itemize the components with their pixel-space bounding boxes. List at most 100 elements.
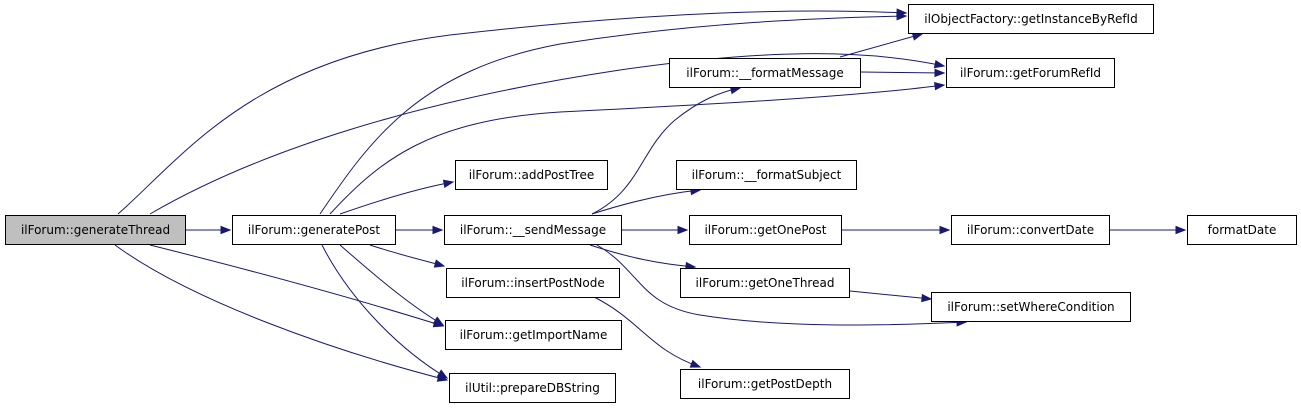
node-insertPostNode[interactable]: ilForum::insertPostNode	[446, 268, 620, 298]
edge-line	[591, 189, 701, 215]
node-addPostTree[interactable]: ilForum::addPostTree	[455, 160, 608, 190]
node-label: ilObjectFactory::getInstanceByRefId	[924, 12, 1137, 26]
edge-getOnePost-to-convertDate	[842, 225, 951, 235]
node-label: ilForum::getForumRefId	[960, 66, 1101, 80]
edge-generatePost-to-getInstanceByRefId	[319, 11, 908, 215]
arrowhead	[921, 293, 933, 303]
edge-convertDate-to-formatDate	[1110, 225, 1187, 235]
edge-formatMessage-to-getForumRefId	[860, 68, 946, 78]
edge-line	[369, 244, 445, 267]
node-getImportName[interactable]: ilForum::getImportName	[445, 320, 622, 350]
node-box	[455, 160, 608, 190]
arrowhead	[442, 179, 455, 188]
edge-sendMessage-to-formatSubject	[591, 186, 702, 215]
node-label: ilUtil::prepareDBString	[465, 381, 600, 395]
node-getOnePost[interactable]: ilForum::getOnePost	[689, 215, 842, 245]
edge-sendMessage-to-getOnePost	[622, 225, 689, 235]
node-label: ilForum::addPostTree	[469, 168, 595, 182]
arrowhead	[220, 225, 232, 235]
node-box	[669, 58, 861, 88]
edge-line	[114, 244, 448, 381]
node-convertDate[interactable]: ilForum::convertDate	[951, 215, 1110, 245]
node-label: ilForum::generateThread	[21, 223, 170, 237]
edge-generateThread-to-generatePost	[186, 225, 232, 235]
node-box	[449, 373, 616, 403]
node-box	[946, 58, 1115, 88]
node-getPostDepth[interactable]: ilForum::getPostDepth	[680, 369, 850, 399]
node-box	[951, 215, 1110, 245]
edge-line	[149, 244, 444, 327]
edge-insertPostNode-to-getPostDepth	[593, 296, 702, 368]
edges-layer	[114, 8, 1187, 382]
node-formatSubject[interactable]: ilForum::__formatSubject	[676, 160, 857, 190]
edge-generateThread-to-getImportName	[149, 244, 445, 328]
node-label: ilForum::convertDate	[967, 223, 1094, 237]
arrowhead	[896, 11, 908, 21]
edge-line	[319, 15, 907, 215]
arrowhead	[432, 225, 444, 235]
edge-line	[839, 33, 923, 58]
node-box	[444, 215, 622, 245]
node-box	[689, 215, 842, 245]
arrowhead	[433, 259, 446, 268]
edge-line	[596, 244, 967, 326]
node-formatDate[interactable]: formatDate	[1187, 215, 1297, 245]
nodes-layer: ilForum::generateThread ilForum::generate…	[5, 4, 1297, 403]
edge-line	[339, 244, 444, 326]
edge-line	[339, 181, 454, 215]
edge-line	[849, 290, 932, 300]
node-label: ilForum::__formatMessage	[686, 66, 843, 80]
edge-line	[329, 84, 945, 215]
node-box	[931, 292, 1131, 322]
node-box	[676, 160, 857, 190]
node-label: ilForum::setWhereCondition	[947, 300, 1114, 314]
edge-sendMessage-to-getOneThread	[589, 244, 697, 271]
node-box	[232, 215, 396, 245]
edge-generateThread-to-prepareDBString	[114, 244, 449, 382]
edge-line	[591, 87, 741, 215]
node-box	[446, 268, 620, 298]
edge-line	[593, 296, 701, 368]
arrowhead	[939, 225, 951, 235]
edge-generatePost-to-prepareDBString	[321, 244, 449, 379]
edge-generatePost-to-insertPostNode	[369, 244, 446, 268]
node-box	[908, 4, 1154, 34]
edge-formatMessage-to-getInstanceByRefId	[839, 32, 924, 58]
edge-sendMessage-to-formatMessage	[591, 86, 742, 215]
arrowhead	[934, 81, 946, 91]
node-label: ilForum::__sendMessage	[460, 223, 606, 237]
node-box	[680, 369, 850, 399]
node-sendMessage[interactable]: ilForum::__sendMessage	[444, 215, 622, 245]
node-label: ilForum::generatePost	[248, 223, 381, 237]
node-getOneThread[interactable]: ilForum::getOneThread	[680, 268, 850, 298]
node-generateThread[interactable]: ilForum::generateThread	[5, 215, 186, 245]
arrowhead	[677, 225, 689, 235]
arrowhead	[911, 32, 924, 41]
edge-generatePost-to-getForumRefId	[329, 81, 946, 215]
node-box	[445, 320, 622, 350]
arrowhead	[432, 316, 445, 326]
node-prepareDBString[interactable]: ilUtil::prepareDBString	[449, 373, 616, 403]
edge-generatePost-to-sendMessage	[396, 225, 444, 235]
node-getInstanceByRefId[interactable]: ilObjectFactory::getInstanceByRefId	[908, 4, 1154, 34]
edge-getOneThread-to-setWhereCondition	[849, 290, 933, 303]
node-label: formatDate	[1208, 223, 1277, 237]
node-label: ilForum::getOneThread	[696, 276, 835, 290]
node-formatMessage[interactable]: ilForum::__formatMessage	[669, 58, 861, 88]
node-generatePost[interactable]: ilForum::generatePost	[232, 215, 396, 245]
edge-line	[117, 10, 907, 215]
node-getForumRefId[interactable]: ilForum::getForumRefId	[946, 58, 1115, 88]
arrowhead	[934, 68, 946, 78]
arrowhead	[689, 359, 702, 368]
node-label: ilForum::getPostDepth	[698, 377, 832, 391]
node-box	[5, 215, 186, 245]
node-label: ilForum::__formatSubject	[692, 168, 842, 182]
edge-generatePost-to-getImportName	[339, 244, 445, 326]
edge-line	[860, 71, 945, 74]
node-box	[680, 268, 850, 298]
node-setWhereCondition[interactable]: ilForum::setWhereCondition	[931, 292, 1131, 322]
edge-line	[589, 244, 696, 268]
arrowhead	[436, 369, 449, 379]
edge-line	[321, 244, 448, 379]
